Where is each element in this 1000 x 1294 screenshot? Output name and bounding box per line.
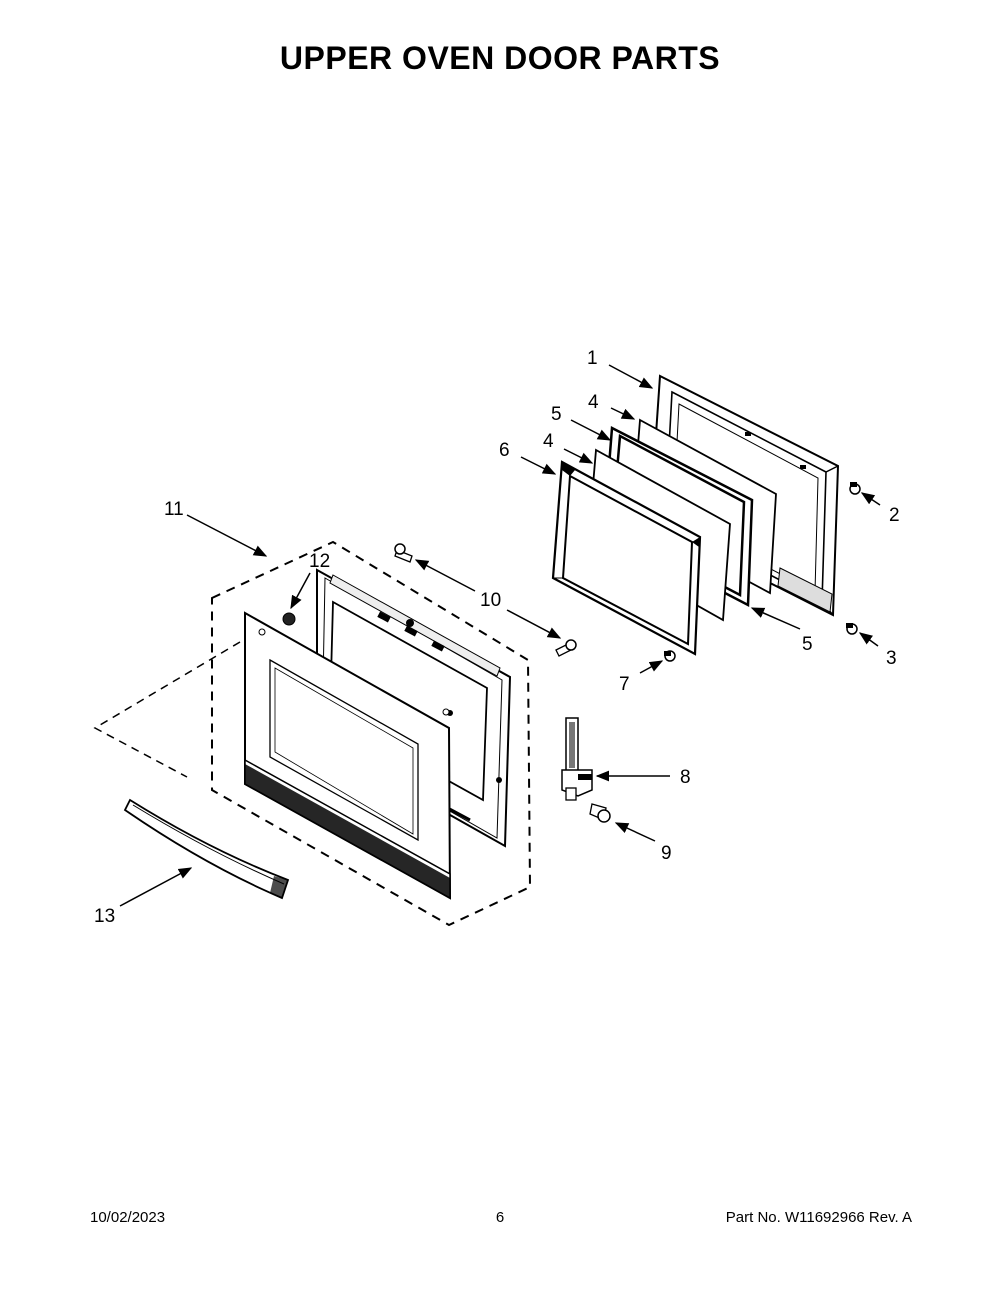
footer-page-number: 6 xyxy=(495,1209,505,1226)
callout-7: 7 xyxy=(619,674,630,695)
callout-8: 8 xyxy=(680,767,691,788)
callout-3: 3 xyxy=(886,648,897,669)
callout-4-front: 4 xyxy=(543,431,554,452)
footer-part-number: Part No. W11692966 Rev. A xyxy=(725,1209,912,1226)
door-handle-part-13 xyxy=(123,798,290,900)
callout-1: 1 xyxy=(587,348,598,369)
callout-13: 13 xyxy=(94,906,115,927)
plug-part-12 xyxy=(282,612,296,626)
outer-door-assembly-boundary xyxy=(211,540,532,927)
callout-12: 12 xyxy=(309,551,330,572)
footer-date: 10/02/2023 xyxy=(90,1209,166,1226)
callout-11: 11 xyxy=(164,499,184,520)
callout-leaders xyxy=(119,364,881,907)
handle-dashed-leader xyxy=(93,641,241,778)
screw-part-10-top xyxy=(394,543,413,563)
door-hinge-part-8 xyxy=(561,717,593,801)
callout-9: 9 xyxy=(661,843,672,864)
screw-part-2 xyxy=(849,482,861,495)
screw-part-10-bottom xyxy=(555,639,577,657)
page-title: UPPER OVEN DOOR PARTS xyxy=(279,40,721,76)
callout-5-bottom: 5 xyxy=(802,634,813,655)
inner-glass-frame xyxy=(551,460,702,656)
callout-4-back: 4 xyxy=(588,392,599,413)
callout-10: 10 xyxy=(480,590,501,611)
front-outer-glass xyxy=(244,611,452,900)
callout-2: 2 xyxy=(889,505,900,526)
callout-6: 6 xyxy=(499,440,510,461)
hinge-screw-part-9 xyxy=(589,803,611,823)
screw-part-7 xyxy=(664,650,676,662)
callout-5-top: 5 xyxy=(551,404,562,425)
screw-part-3 xyxy=(846,623,858,635)
